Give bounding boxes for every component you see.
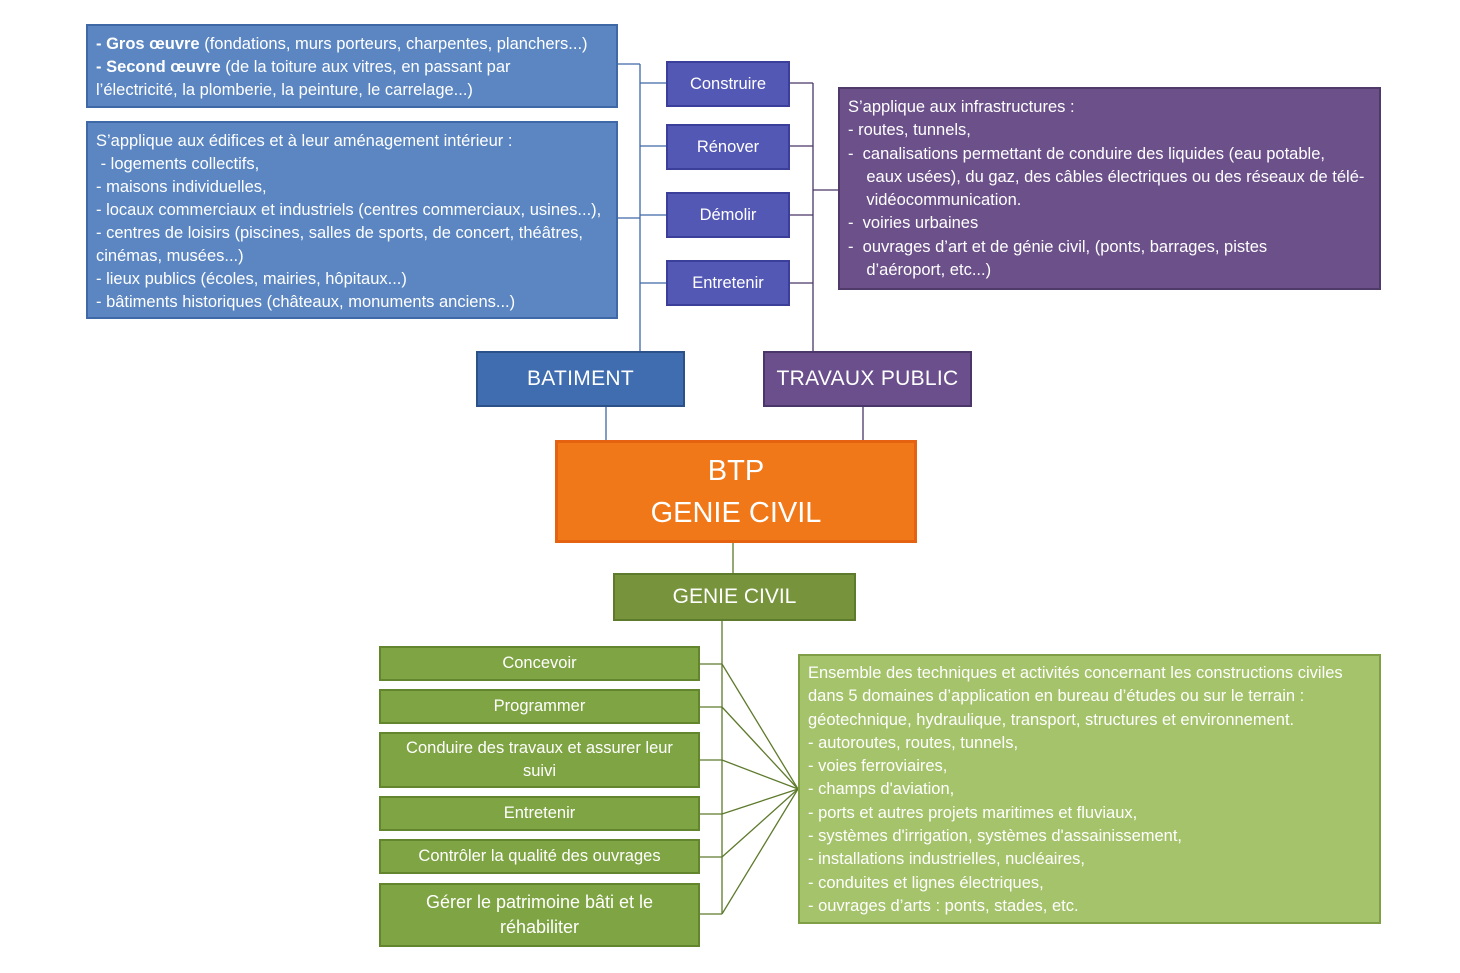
genie-civil-connectors — [700, 542, 799, 915]
travaux-line: eaux usées), du gaz, des câbles électriq… — [848, 167, 1365, 186]
action-construire: Construire — [666, 61, 790, 107]
task-concevoir: Concevoir — [379, 646, 700, 681]
travaux-line: - ouvrages d’art et de génie civil, (pon… — [848, 237, 1268, 256]
edifices-line: - centres de loisirs (piscines, salles d… — [96, 224, 583, 242]
btp-label: BTP — [707, 454, 765, 487]
task-conduire-travaux: Conduire des travaux et assurer leur sui… — [379, 732, 700, 788]
travaux-connectors — [790, 82, 864, 440]
action-entretenir: Entretenir — [666, 260, 790, 306]
travaux-line: d’aéroport, etc...) — [848, 261, 992, 280]
genie-civil-line: - conduites et lignes électriques, — [808, 873, 1044, 892]
travaux-line: - routes, tunnels, — [848, 121, 971, 140]
genie-civil-description-box: Ensemble des techniques et activités con… — [798, 654, 1381, 924]
genie-civil-line: - ouvrages d’arts : ponts, stades, etc. — [808, 896, 1079, 915]
genie-civil-line: - champs d'aviation, — [808, 780, 955, 799]
genie-civil-line: dans 5 domaines d’application en bureau … — [808, 687, 1305, 706]
second-oeuvre-label: - Second œuvre — [96, 58, 221, 76]
action-demolir: Démolir — [666, 192, 790, 238]
edifices-line: - locaux commerciaux et industriels (cen… — [96, 201, 602, 219]
travaux-line: S’applique aux infrastructures : — [848, 98, 1075, 116]
btp-genie-civil-central: BTP GENIE CIVIL — [555, 440, 917, 543]
edifices-description-box: S’applique aux édifices et à leur aménag… — [86, 121, 618, 319]
edifices-line: S’applique aux édifices et à leur aménag… — [96, 132, 513, 150]
gros-oeuvre-line: - Gros œuvre (fondations, murs porteurs,… — [96, 33, 608, 56]
edifices-line: - maisons individuelles, — [96, 178, 267, 196]
action-renover: Rénover — [666, 124, 790, 170]
edifices-line: - logements collectifs, — [96, 155, 260, 173]
genie-civil-line: Ensemble des techniques et activités con… — [808, 664, 1343, 682]
travaux-description-box: S’applique aux infrastructures : - route… — [838, 87, 1381, 290]
genie-civil-line: - systèmes d'irrigation, systèmes d'assa… — [808, 827, 1183, 846]
oeuvre-description-box: - Gros œuvre (fondations, murs porteurs,… — [86, 24, 618, 108]
task-programmer: Programmer — [379, 689, 700, 724]
batiment-title: BATIMENT — [476, 351, 685, 407]
second-oeuvre-text: (de la toiture aux vitres, en passant pa… — [220, 58, 511, 76]
batiment-connectors — [605, 63, 666, 440]
genie-civil-line: - ports et autres projets maritimes et f… — [808, 803, 1138, 822]
gros-oeuvre-text: (fondations, murs porteurs, charpentes, … — [199, 35, 588, 53]
second-oeuvre-line: - Second œuvre (de la toiture aux vitres… — [96, 56, 608, 79]
genie-civil-label: GENIE CIVIL — [650, 496, 822, 529]
edifices-line: cinémas, musées...) — [96, 247, 244, 265]
genie-civil-line: - installations industrielles, nucléaire… — [808, 850, 1085, 869]
travaux-public-title: TRAVAUX PUBLIC — [763, 351, 972, 407]
task-controler-qualite: Contrôler la qualité des ouvrages — [379, 839, 700, 874]
task-entretenir: Entretenir — [379, 796, 700, 831]
travaux-line: - voiries urbaines — [848, 214, 979, 233]
gros-oeuvre-label: - Gros œuvre — [96, 35, 200, 53]
travaux-line: vidéocommunication. — [848, 191, 1022, 210]
edifices-line: - lieux publics (écoles, mairies, hôpita… — [96, 270, 407, 288]
genie-civil-title: GENIE CIVIL — [613, 573, 856, 621]
genie-civil-line: géotechnique, hydraulique, transport, st… — [808, 710, 1295, 729]
edifices-line: - bâtiments historiques (châteaux, monum… — [96, 293, 516, 311]
genie-civil-line: - autoroutes, routes, tunnels, — [808, 733, 1019, 752]
task-gerer-patrimoine: Gérer le patrimoine bâti et le réhabilit… — [379, 883, 700, 947]
travaux-line: - canalisations permettant de conduire d… — [848, 144, 1325, 163]
second-oeuvre-continuation: l’électricité, la plomberie, la peinture… — [96, 81, 473, 99]
genie-civil-line: - voies ferroviaires, — [808, 757, 948, 776]
